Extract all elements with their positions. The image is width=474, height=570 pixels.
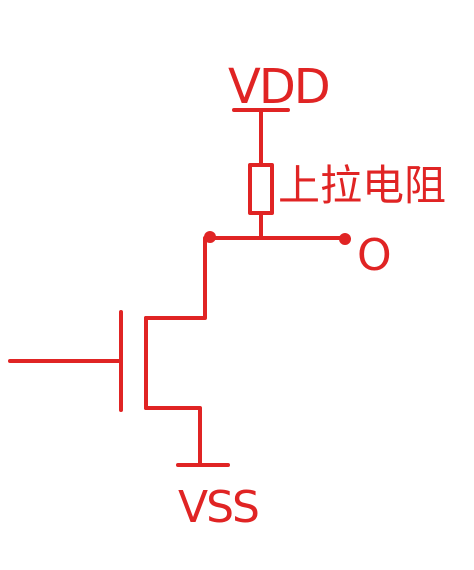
pull-up-resistor-label: 上拉电阻 [278, 161, 446, 210]
output-terminal-dot [339, 233, 351, 245]
output-label: O [357, 230, 392, 281]
source-wire [144, 406, 202, 467]
vss-label: VSS [178, 482, 258, 533]
vdd-label: VDD [228, 59, 329, 115]
drain-wire [144, 236, 210, 320]
pull-up-resistor [248, 163, 274, 215]
